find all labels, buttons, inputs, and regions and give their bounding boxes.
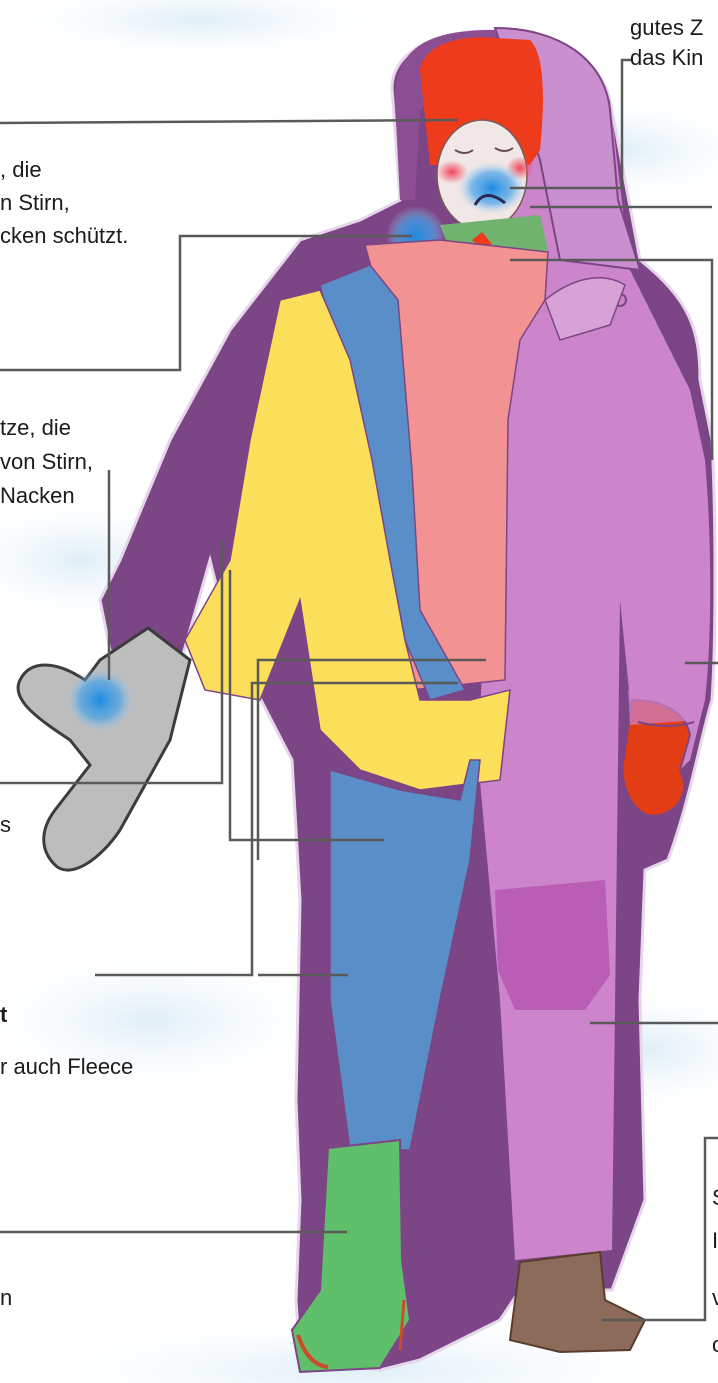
top-right-text-2: das Kin [630,43,703,73]
bottom-right-text-4: c [712,1330,718,1360]
grey-mitten [18,628,190,870]
cap-text-2: n Stirn, [0,188,70,218]
mid-text-1: tze, die [0,413,71,443]
cap-text-3: cken schützt. [0,221,128,251]
brown-boot [510,1252,645,1352]
t-fragment: t [0,1000,7,1030]
bottom-right-text-1: S [712,1183,718,1213]
mid-text-2: von Stirn, [0,447,93,477]
bottom-right-text-3: v [712,1283,718,1313]
cold-spot-hand [66,668,134,732]
line-cap [0,120,458,123]
fleece-text: r auch Fleece [0,1052,133,1082]
mid-text-3: Nacken [0,481,75,511]
s-fragment: s [0,810,11,840]
bottom-right-text-2: I [712,1226,718,1256]
knee-pad [495,880,610,1010]
n-fragment: n [0,1283,12,1313]
top-right-text-1: gutes Z [630,13,703,43]
cap-text-1: , die [0,155,42,185]
